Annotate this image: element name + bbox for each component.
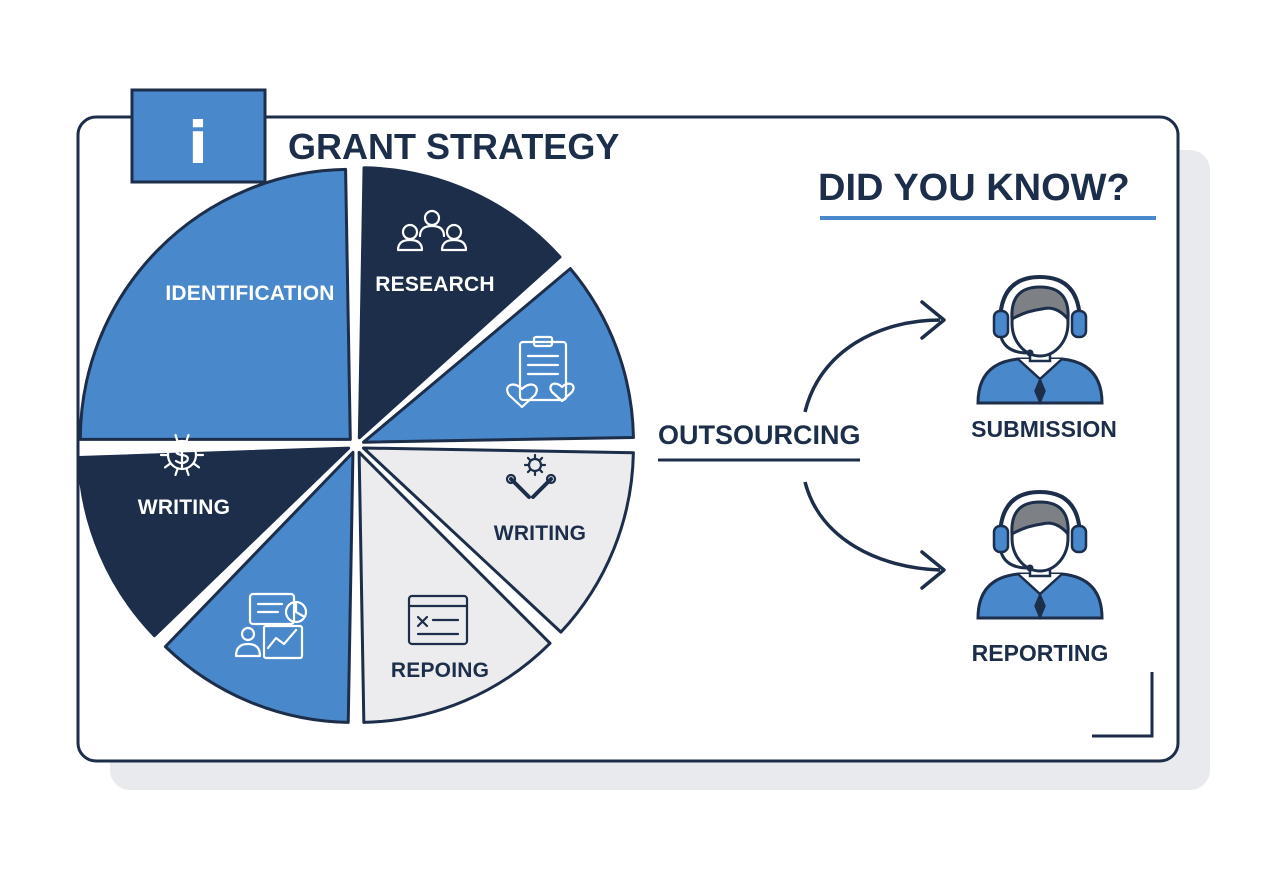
info-badge-box <box>130 88 267 184</box>
corner-bracket <box>1092 672 1154 738</box>
pie-slice-1: IDENTIFICATION <box>78 167 352 441</box>
pie-slice-label: REPOING <box>391 659 489 682</box>
support-agent-icon <box>976 274 1104 405</box>
did-you-know-heading: DID YOU KNOW? <box>818 167 1130 209</box>
tools-gear-icon <box>505 453 557 499</box>
pie-chart: IDENTIFICATION RESEARCH WRITING REPOING WRIT… <box>77 166 635 724</box>
pie-slice-2: RESEARCH <box>357 166 562 440</box>
target-2 <box>976 489 1104 620</box>
target-1 <box>976 274 1104 405</box>
dollar-gear-icon <box>159 433 205 477</box>
pie-slice-7: WRITING <box>77 433 351 638</box>
info-badge: i <box>130 88 267 184</box>
arrow-head-submission <box>920 300 946 340</box>
target-label-reporting: REPORTING <box>972 640 1109 666</box>
pie-slice-5: REPOING <box>357 450 552 724</box>
card-title: GRANT STRATEGY <box>288 126 619 167</box>
pie-slice-label: RESEARCH <box>375 273 494 296</box>
support-agent-icon <box>976 489 1104 620</box>
clipboard-hearts-icon <box>506 335 575 409</box>
outsourcing-targets <box>976 274 1104 620</box>
pie-slice-shape <box>163 450 355 724</box>
pie-slice-shape <box>78 167 352 441</box>
report-analytics-icon <box>234 592 308 660</box>
pie-slice-label: WRITING <box>494 522 586 545</box>
pie-slice-3 <box>361 267 635 444</box>
pie-slice-6 <box>163 450 355 724</box>
arrow-head-reporting <box>920 550 946 590</box>
pie-slice-4: WRITING <box>361 446 635 634</box>
outsourcing-label: OUTSOURCING <box>658 420 861 450</box>
pie-slice-label: WRITING <box>138 496 230 519</box>
pie-slice-shape <box>361 446 635 634</box>
target-label-submission: SUBMISSION <box>971 416 1117 442</box>
pie-slice-shape <box>357 450 552 724</box>
team-icon <box>396 209 468 252</box>
arrow-to-reporting <box>803 481 941 572</box>
pie-slice-label: IDENTIFICATION <box>165 282 334 305</box>
pie-slice-shape <box>357 166 562 440</box>
form-window-icon <box>407 594 469 646</box>
info-icon: i <box>188 109 208 177</box>
pie-slice-shape <box>77 446 351 638</box>
arrow-to-submission <box>803 318 941 413</box>
